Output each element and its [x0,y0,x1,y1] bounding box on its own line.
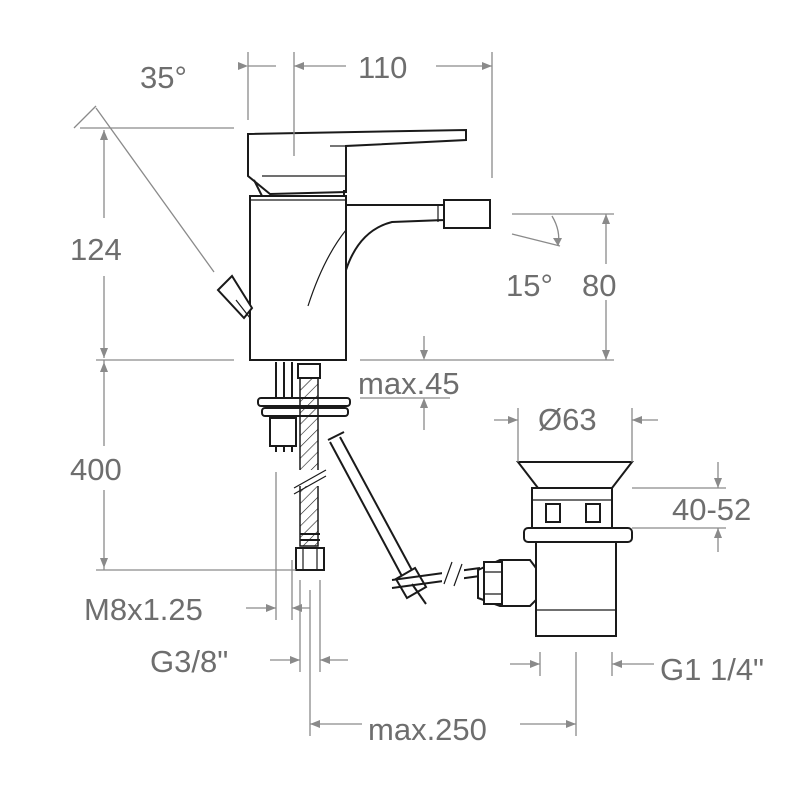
flexible-hose [299,363,319,547]
label-length-hoses: 400 [70,452,122,487]
under-deck-assembly [257,362,351,571]
mixer-main-body [249,195,347,361]
hose-nut [295,547,325,571]
label-angle-spout: 15° [506,268,553,303]
label-height-body: 124 [70,232,122,267]
dimension-lines [73,52,726,736]
pop-up-rod [327,431,481,605]
label-thread-stud: M8x1.25 [84,592,203,627]
label-thread-waste: G1 1/4" [660,652,764,687]
pop-up-waste [477,461,635,637]
spout-aerator [443,199,491,229]
label-max-deck: max.45 [358,366,460,401]
label-dia-waste: Ø63 [538,402,597,437]
lever-handle [247,128,467,196]
label-height-spout: 80 [582,268,616,303]
label-thread-hose: G3/8" [150,644,228,679]
spout [345,204,445,271]
waste-flange [515,461,635,489]
mixer-body [216,128,491,361]
label-max-rod: max.250 [368,712,487,747]
dimension-labels: 35° 110 124 15° 80 max.45 Ø63 40-52 400 … [70,50,764,747]
label-width-top: 110 [358,50,407,85]
label-angle-lever: 35° [140,60,187,95]
pop-up-knob [216,274,254,320]
waste-nut [523,527,633,543]
label-waste-range: 40-52 [672,492,751,527]
